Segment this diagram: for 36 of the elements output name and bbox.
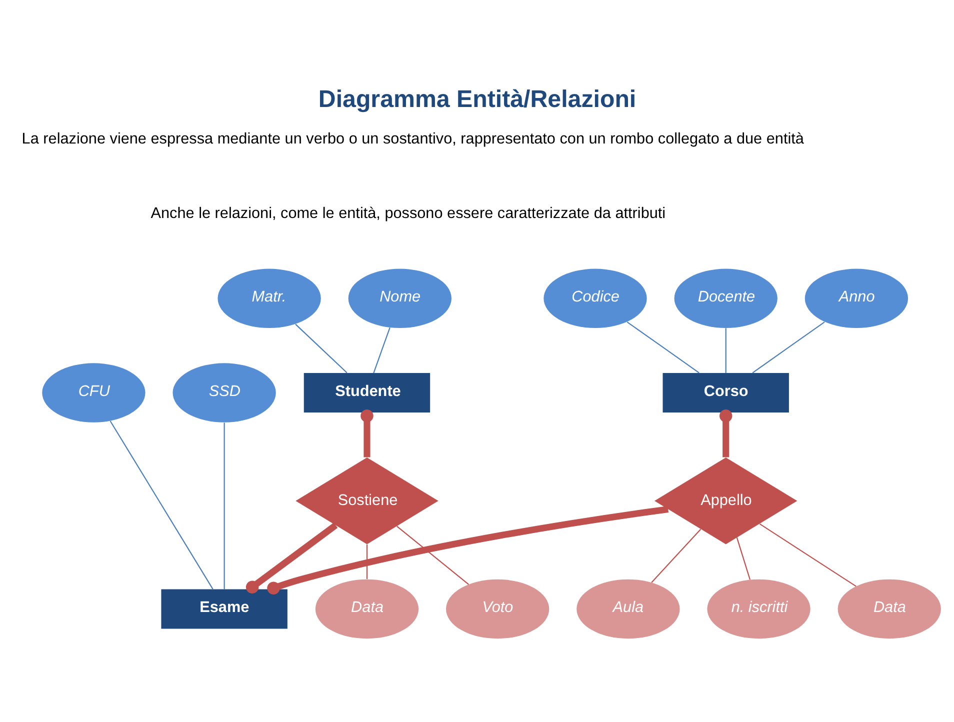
connector (360, 409, 374, 457)
connector (224, 422, 225, 589)
node-ellipse: Docente (674, 268, 778, 328)
node-ellipse: Data (315, 578, 419, 638)
connector (736, 536, 750, 580)
connector (267, 505, 669, 594)
connector (110, 420, 214, 589)
node-ellipse: Matr. (218, 268, 321, 328)
node-ellipse: n. iscritti (707, 578, 810, 638)
label: La relazione viene espressa mediante un verbo o un sostantivo, rappresentato con un rombo collegato a due entità (22, 130, 804, 147)
node-ellipse: Anno (804, 268, 908, 328)
node-ellipse: Nome (348, 268, 452, 328)
diagram-title: Diagramma Entità/Relazioni (318, 86, 636, 112)
connector (719, 409, 732, 457)
connector (752, 321, 825, 373)
connector (373, 326, 390, 373)
node-box: Corso (662, 372, 789, 412)
connector (725, 328, 726, 372)
connector (396, 525, 469, 584)
node-ellipse: Data (838, 578, 941, 638)
connector (295, 323, 348, 373)
node-ellipse: SSD (172, 362, 276, 422)
node-box: Studente (304, 372, 430, 412)
label: Anche le relazioni, come le entità, possono essere caratterizzate da attributi (150, 204, 666, 222)
node-ellipse: Aula (576, 578, 680, 638)
node-diamond: Sostiene (296, 457, 438, 544)
node-ellipse: Voto (446, 578, 550, 638)
node-box: Esame (161, 588, 288, 628)
node-diamond: Appello (654, 457, 798, 544)
connector (366, 544, 368, 579)
connector (759, 522, 856, 586)
node-ellipse: CFU (42, 362, 146, 422)
connector (246, 522, 338, 593)
connector (651, 528, 702, 582)
node-ellipse: Codice (544, 268, 647, 328)
connector (626, 321, 700, 373)
